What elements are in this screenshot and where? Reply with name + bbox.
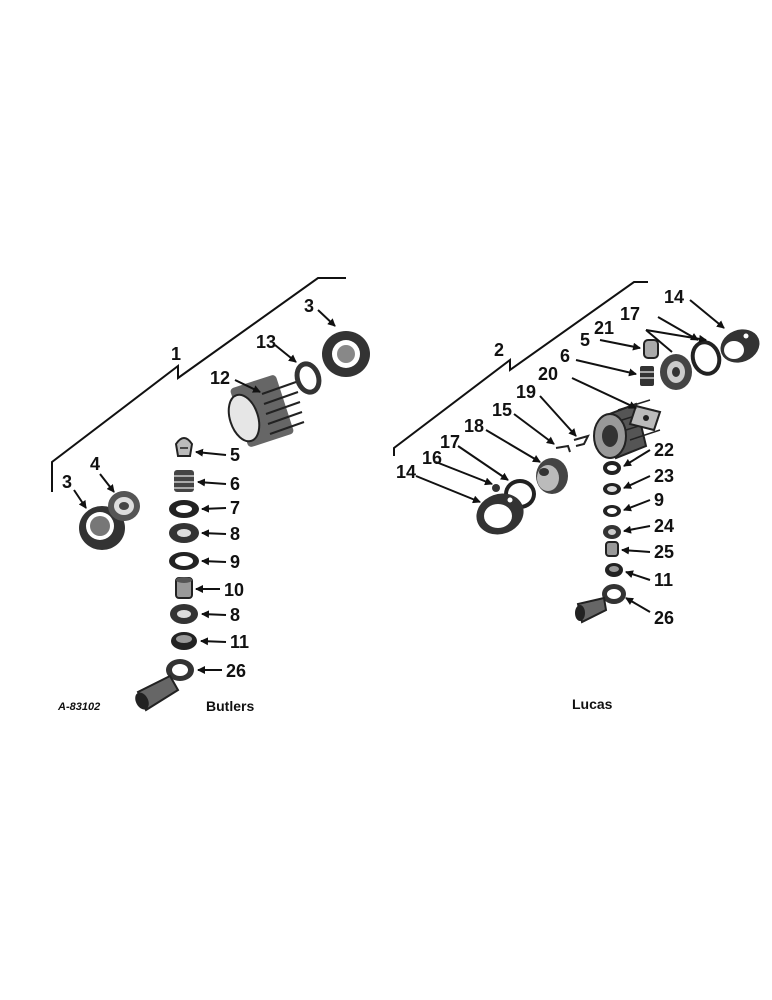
callout-10: 10 — [224, 580, 244, 600]
callout-12: 12 — [210, 368, 230, 388]
leader-lines-right — [415, 299, 725, 613]
part-17-ring-right — [690, 340, 722, 376]
part-18-cap — [536, 458, 568, 494]
callout-13: 13 — [256, 332, 276, 352]
part-4-disc — [108, 491, 140, 521]
callout-6: 6 — [230, 474, 240, 494]
callout-14-left: 14 — [396, 462, 416, 482]
figure-id: A-83102 — [57, 701, 100, 713]
part-5-nipple — [174, 437, 194, 457]
part-8-washer-upper — [169, 523, 199, 543]
callout-6-right: 6 — [560, 346, 570, 366]
callout-17-left: 17 — [440, 432, 460, 452]
callout-17-right: 17 — [620, 304, 640, 324]
callout-8-upper: 8 — [230, 524, 240, 544]
callout-21: 21 — [594, 318, 614, 338]
callout-7: 7 — [230, 498, 240, 518]
part-15-pin — [555, 444, 571, 453]
callout-15: 15 — [492, 400, 512, 420]
part-10-sleeve — [175, 577, 193, 599]
lucas-group: 2 14 17 21 5 6 20 19 15 18 17 16 14 22 2… — [393, 281, 760, 712]
part-9-washer-right — [603, 505, 621, 517]
bracket-2 — [393, 281, 648, 456]
callout-5: 5 — [230, 445, 240, 465]
part-21-disc — [660, 354, 692, 390]
callout-26: 26 — [226, 661, 246, 681]
callout-4: 4 — [90, 454, 100, 474]
callout-8-lower: 8 — [230, 605, 240, 625]
callout-2: 2 — [494, 340, 504, 360]
callout-26-right: 26 — [654, 608, 674, 628]
group-name-lucas: Lucas — [572, 696, 613, 712]
part-8-washer-lower — [170, 604, 198, 624]
part-11-nut — [171, 632, 197, 650]
callout-3-right: 3 — [304, 296, 314, 316]
callout-24: 24 — [654, 516, 674, 536]
part-23-washer — [603, 483, 621, 495]
part-6-fitting — [174, 470, 194, 492]
part-5-nipple-right — [643, 339, 659, 359]
callout-3-left: 3 — [62, 472, 72, 492]
part-11-nut-right — [605, 563, 623, 577]
callout-22: 22 — [654, 440, 674, 460]
part-7-washer — [169, 500, 199, 518]
part-16-spring — [492, 484, 500, 492]
callout-11: 11 — [230, 632, 249, 652]
bracket-1 — [51, 277, 346, 492]
part-24-washer — [603, 525, 621, 539]
callout-11-right: 11 — [654, 570, 673, 590]
callout-5-right: 5 — [580, 330, 590, 350]
part-9-washer — [169, 552, 199, 570]
callout-19: 19 — [516, 382, 536, 402]
callout-9: 9 — [230, 552, 240, 572]
part-22-washer — [603, 461, 621, 475]
part-26-banjo — [135, 659, 194, 712]
part-20-housing — [593, 399, 662, 460]
part-13-ring — [294, 361, 322, 395]
butlers-group: 1 3 13 12 4 3 5 6 7 8 9 10 8 11 26 A-831… — [51, 277, 370, 714]
callout-1: 1 — [171, 344, 181, 364]
part-14-cap-left — [476, 493, 524, 535]
part-25-sleeve — [605, 541, 619, 557]
callout-25: 25 — [654, 542, 674, 562]
callout-18: 18 — [464, 416, 484, 436]
callout-23: 23 — [654, 466, 674, 486]
part-14-cap-right — [720, 329, 760, 363]
group-name-butlers: Butlers — [206, 698, 254, 714]
part-12-housing — [227, 375, 305, 447]
part-26-banjo-right — [575, 584, 626, 624]
part-6-fitting-right — [640, 366, 654, 386]
callout-14-right: 14 — [664, 287, 684, 307]
leader-lines-left — [73, 309, 336, 674]
callout-20: 20 — [538, 364, 558, 384]
callout-16: 16 — [422, 448, 442, 468]
part-3-seal-right — [322, 331, 370, 377]
part-19-clip — [573, 434, 590, 447]
callout-9-right: 9 — [654, 490, 664, 510]
